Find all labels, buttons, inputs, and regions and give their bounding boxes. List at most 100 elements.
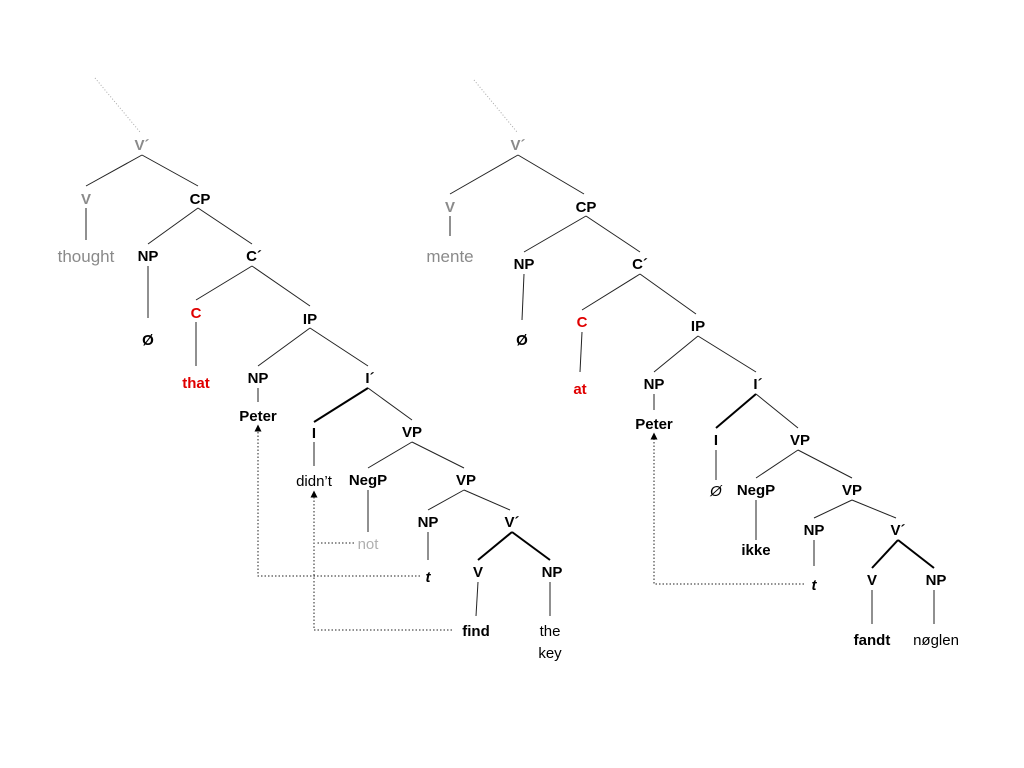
node-c: C bbox=[577, 314, 588, 331]
edge-vbar-v bbox=[85, 154, 143, 187]
tree-right-edges bbox=[449, 79, 935, 624]
edge-ip-ibar bbox=[697, 335, 757, 373]
node-cbar: C´ bbox=[632, 256, 648, 273]
edge-dotted-upper bbox=[94, 77, 141, 133]
edge-ibar-vp bbox=[367, 387, 413, 421]
word-noglen: nøglen bbox=[913, 632, 959, 649]
edge-ibar-i bbox=[715, 393, 757, 429]
edge-np-empty bbox=[521, 273, 525, 321]
movement-arrow-subject bbox=[254, 424, 420, 577]
edge-vp-vp bbox=[411, 441, 465, 469]
node-v-low: V bbox=[867, 572, 877, 589]
word-trace: t bbox=[426, 569, 432, 586]
edge-cbar-c bbox=[195, 265, 253, 301]
node-ibar: I´ bbox=[753, 376, 762, 393]
edge-vp-np bbox=[813, 499, 853, 519]
node-negp: NegP bbox=[737, 482, 775, 499]
node-vp-top: VP bbox=[790, 432, 810, 449]
node-np-spec: NP bbox=[138, 248, 159, 265]
tree-right: V´ V CP mente NP C´ Ø C IP at NP I´ Pete… bbox=[426, 79, 959, 649]
edge-vp-vbar bbox=[851, 499, 897, 519]
tree-left-labels: V´ V CP thought NP C´ Ø C IP that NP I´ … bbox=[58, 137, 563, 662]
word-not: not bbox=[358, 536, 380, 553]
edge-vbar-v-low bbox=[477, 531, 513, 561]
word-thought: thought bbox=[58, 247, 115, 266]
node-c: C bbox=[191, 305, 202, 322]
movement-arrow-verb bbox=[310, 490, 452, 631]
node-v-low: V bbox=[473, 564, 483, 581]
node-vbar: V´ bbox=[511, 137, 526, 154]
tree-right-labels: V´ V CP mente NP C´ Ø C IP at NP I´ Pete… bbox=[426, 137, 959, 649]
movement-arrow-subject bbox=[650, 432, 804, 585]
node-v: V bbox=[81, 191, 91, 208]
tree-left-movement bbox=[254, 424, 452, 631]
node-ip: IP bbox=[303, 311, 317, 328]
edge-cbar-ip bbox=[251, 265, 311, 307]
node-np-trace: NP bbox=[804, 522, 825, 539]
edge-vbar-v bbox=[449, 154, 519, 195]
tree-left-edges bbox=[85, 77, 551, 617]
edge-vp-negp bbox=[755, 449, 799, 479]
node-vbar: V´ bbox=[135, 137, 150, 154]
edge-cp-cbar bbox=[197, 207, 253, 245]
edge-vp-vp bbox=[797, 449, 853, 479]
edge-ip-np bbox=[653, 335, 699, 373]
word-empty-i: Ø bbox=[709, 483, 723, 500]
node-cp: CP bbox=[576, 199, 597, 216]
edge-c-at bbox=[579, 331, 583, 373]
word-empty-operator: Ø bbox=[142, 332, 154, 349]
node-np-spec: NP bbox=[514, 256, 535, 273]
word-find: find bbox=[462, 623, 490, 640]
tree-left: V´ V CP thought NP C´ Ø C IP that NP I´ … bbox=[58, 77, 563, 662]
word-didnt: didn’t bbox=[296, 473, 333, 490]
word-the: the bbox=[540, 623, 561, 640]
node-i: I bbox=[312, 425, 316, 442]
word-at: at bbox=[573, 381, 586, 398]
node-vbar-low: V´ bbox=[505, 514, 520, 531]
word-trace: t bbox=[812, 577, 818, 594]
node-v: V bbox=[445, 199, 455, 216]
edge-vbar-np-low bbox=[897, 539, 935, 569]
node-np-object: NP bbox=[926, 572, 947, 589]
node-i: I bbox=[714, 432, 718, 449]
word-peter: Peter bbox=[635, 416, 673, 433]
edge-vp-vbar bbox=[463, 489, 511, 511]
node-np-subject: NP bbox=[248, 370, 269, 387]
edge-ip-np bbox=[257, 327, 311, 367]
edge-vbar-cp bbox=[517, 154, 585, 195]
node-np-object: NP bbox=[542, 564, 563, 581]
node-ibar: I´ bbox=[365, 370, 374, 387]
edge-vbar-cp bbox=[141, 154, 199, 187]
word-mente: mente bbox=[426, 247, 473, 266]
node-np-trace: NP bbox=[418, 514, 439, 531]
node-vp-mid: VP bbox=[456, 472, 476, 489]
edge-v-find bbox=[475, 581, 479, 617]
word-fandt: fandt bbox=[854, 632, 891, 649]
word-key: key bbox=[538, 645, 562, 662]
tree-right-movement bbox=[650, 432, 804, 585]
edge-cp-np bbox=[523, 215, 587, 253]
node-cbar: C´ bbox=[246, 248, 262, 265]
edge-cp-np bbox=[147, 207, 199, 245]
edge-vp-negp bbox=[367, 441, 413, 469]
node-vp-top: VP bbox=[402, 424, 422, 441]
node-negp: NegP bbox=[349, 472, 387, 489]
edge-vp-np bbox=[427, 489, 465, 511]
word-ikke: ikke bbox=[741, 542, 770, 559]
node-np-subject: NP bbox=[644, 376, 665, 393]
edge-cbar-ip bbox=[639, 273, 697, 315]
edge-vbar-v-low bbox=[871, 539, 899, 569]
edge-ibar-i bbox=[313, 387, 369, 423]
edge-cp-cbar bbox=[585, 215, 641, 253]
word-empty-operator: Ø bbox=[516, 332, 528, 349]
edge-ip-ibar bbox=[309, 327, 369, 367]
node-vbar-low: V´ bbox=[891, 522, 906, 539]
node-vp-mid: VP bbox=[842, 482, 862, 499]
edge-ibar-vp bbox=[755, 393, 799, 429]
word-that: that bbox=[182, 375, 210, 392]
node-cp: CP bbox=[190, 191, 211, 208]
node-ip: IP bbox=[691, 318, 705, 335]
edge-dotted-upper bbox=[473, 79, 518, 133]
edge-vbar-np-low bbox=[511, 531, 551, 561]
